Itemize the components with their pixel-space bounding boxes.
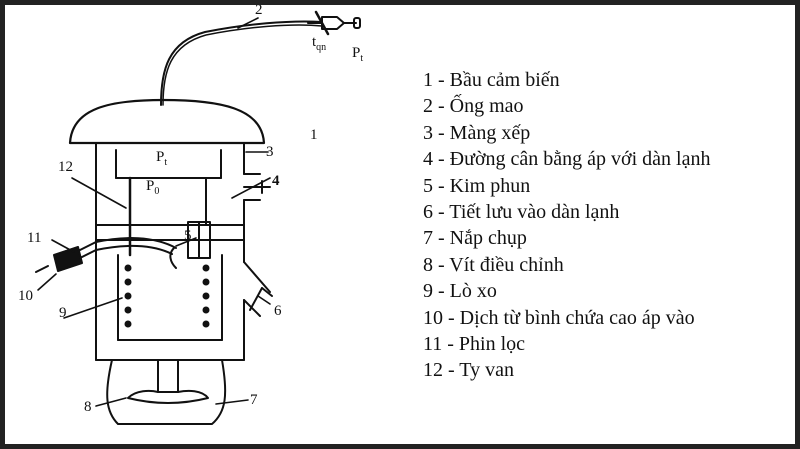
symbol-pt-top: Pt xyxy=(352,45,363,64)
part-label-5: 5 xyxy=(184,228,192,244)
expansion-valve-diagram: 1 2 3 4 5 6 7 8 9 10 11 12 Pt tqn Pt P0 xyxy=(18,5,363,425)
legend-item: 11 - Phin lọc xyxy=(423,333,526,356)
part-label-10: 10 xyxy=(18,288,33,304)
outlet-tube xyxy=(243,261,273,317)
spring xyxy=(124,264,210,328)
part-label-1: 1 xyxy=(310,127,318,143)
part-label-9: 9 xyxy=(59,305,67,321)
inlet-tube xyxy=(35,237,177,273)
legend-item: 3 - Màng xếp xyxy=(423,121,531,144)
cap xyxy=(106,359,227,425)
legend-item: 10 - Dịch từ bình chứa cao áp vào xyxy=(423,306,695,329)
symbol-pt-chamber: Pt xyxy=(156,149,167,168)
part-label-2: 2 xyxy=(255,5,263,18)
legend-item: 8 - Vít điều chỉnh xyxy=(423,253,564,276)
filter xyxy=(53,246,83,272)
legend-item: 2 - Ống mao xyxy=(423,95,524,118)
legend-item: 4 - Đường cân bằng áp với dàn lạnh xyxy=(423,148,711,171)
legend-item: 1 - Bầu cảm biến xyxy=(423,69,560,91)
part-label-12: 12 xyxy=(58,159,73,175)
needle xyxy=(169,221,211,269)
upper-chamber xyxy=(95,142,261,226)
legend-item: 9 - Lò xo xyxy=(423,280,497,303)
legend-item: 6 - Tiết lưu vào dàn lạnh xyxy=(423,201,620,224)
part-label-11: 11 xyxy=(27,230,41,246)
adjusting-screw xyxy=(127,359,209,404)
equalizing-line-port xyxy=(243,180,271,194)
part-label-8: 8 xyxy=(84,399,92,415)
legend-list: 1 - Bầu cảm biến 2 - Ống mao 3 - Màng xế… xyxy=(423,67,710,384)
part-label-6: 6 xyxy=(274,303,282,319)
sensing-bulb xyxy=(307,10,361,36)
part-label-3: 3 xyxy=(266,144,274,160)
symbol-tqn: tqn xyxy=(312,34,326,53)
capillary-tube xyxy=(160,20,323,106)
leader-lines xyxy=(37,17,271,407)
diaphragm-dome xyxy=(68,98,266,145)
legend-item: 7 - Nắp chụp xyxy=(423,227,527,250)
valve-body xyxy=(95,224,245,361)
legend-item: 12 - Ty van xyxy=(423,359,514,382)
part-label-4: 4 xyxy=(272,173,280,189)
part-label-7: 7 xyxy=(250,392,258,408)
legend-item: 5 - Kim phun xyxy=(423,174,531,197)
symbol-p0: P0 xyxy=(146,178,159,197)
